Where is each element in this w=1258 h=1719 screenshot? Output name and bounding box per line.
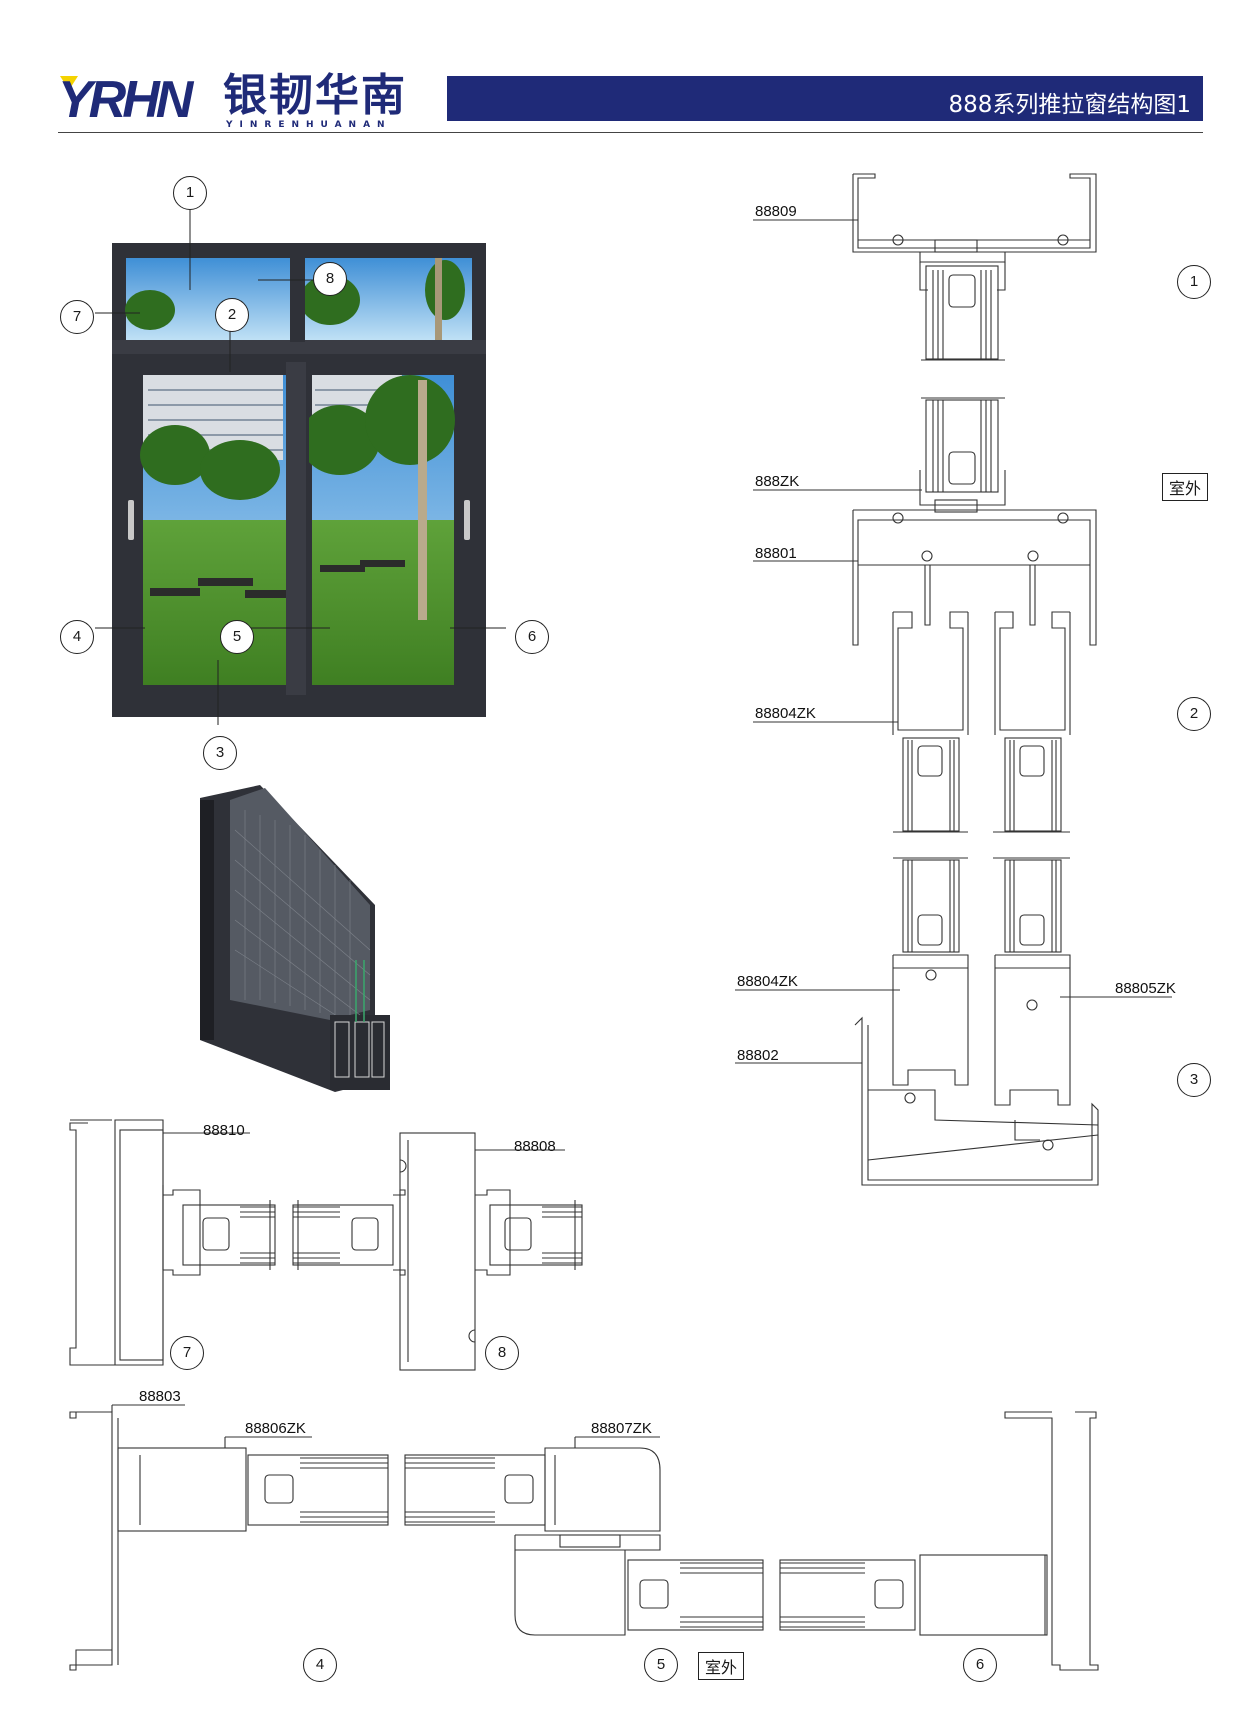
logo-chinese-name: 银韧华南 (223, 70, 407, 121)
profile-corner-3d (200, 785, 390, 1092)
logo-mark: YRHN (58, 71, 193, 129)
section-number-7: 7 (170, 1336, 204, 1370)
outside-label-bottom: 室外 (698, 1652, 745, 1680)
outside-label-right: 室外 (1162, 473, 1209, 501)
section-number-2: 2 (1177, 697, 1211, 731)
label-88802: 88802 (737, 1047, 779, 1064)
section-7-drawing (69, 1119, 276, 1366)
label-88803: 88803 (139, 1388, 181, 1405)
section-number-4: 4 (303, 1648, 337, 1682)
callout-3: 3 (203, 736, 237, 770)
callout-2: 2 (215, 298, 249, 332)
logo-triangle-icon (60, 76, 78, 90)
section-number-6: 6 (963, 1648, 997, 1682)
header-divider (58, 132, 1203, 133)
label-88801: 88801 (755, 545, 797, 562)
callout-6: 6 (515, 620, 549, 654)
label-888ZK: 888ZK (755, 473, 800, 490)
label-88809: 88809 (755, 203, 797, 220)
label-88806ZK: 88806ZK (245, 1420, 306, 1437)
callout-1: 1 (173, 176, 207, 210)
section-8-drawing (292, 1132, 583, 1371)
label-88805ZK: 88805ZK (1115, 980, 1176, 997)
label-88810: 88810 (203, 1122, 245, 1139)
section-number-3: 3 (1177, 1063, 1211, 1097)
brand-logo: YRHN 银韧华南 YINRENHUANAN (58, 72, 448, 132)
title-bar: 888系列推拉窗结构图1 (447, 76, 1203, 121)
section-number-8: 8 (485, 1336, 519, 1370)
callout-8: 8 (313, 262, 347, 296)
section-number-5: 5 (644, 1648, 678, 1682)
logo-english-name: YINRENHUANAN (226, 120, 392, 130)
label-88808: 88808 (514, 1138, 556, 1155)
label-88804ZK-lower: 88804ZK (737, 973, 798, 990)
page-title: 888系列推拉窗结构图1 (948, 92, 1191, 118)
callout-7: 7 (60, 300, 94, 334)
label-88804ZK-upper: 88804ZK (755, 705, 816, 722)
label-88807ZK: 88807ZK (591, 1420, 652, 1437)
section-number-1: 1 (1177, 265, 1211, 299)
callout-4: 4 (60, 620, 94, 654)
section-456-drawing (69, 1404, 1099, 1671)
section-drawing-right (735, 173, 1172, 1186)
callout-5: 5 (220, 620, 254, 654)
